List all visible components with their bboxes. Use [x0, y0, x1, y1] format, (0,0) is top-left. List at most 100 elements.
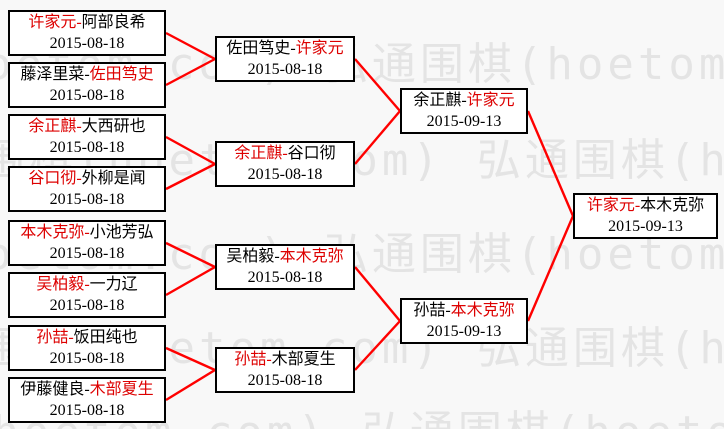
connector-line — [165, 31, 216, 61]
connector-line — [526, 110, 575, 217]
vs-dash: - — [445, 302, 451, 319]
match-date: 2015-08-18 — [247, 269, 323, 286]
match-date: 2015-08-18 — [247, 61, 323, 78]
match-players: 孙喆-饭田纯也 — [10, 327, 164, 348]
player-name-winner: 本木克弥 — [279, 248, 344, 265]
match-date: 2015-08-18 — [49, 191, 125, 208]
match-date: 2015-08-18 — [49, 297, 125, 314]
match-box-round3-1: 余正麒-许家元 2015-09-13 — [400, 88, 528, 134]
match-box-round1-1: 许家元-阿部良希 2015-08-18 — [8, 10, 166, 56]
player-name: 本木克弥 — [640, 197, 705, 214]
player-name-winner: 吴柏毅 — [36, 276, 85, 293]
match-players: 孙喆-本木克弥 — [402, 300, 526, 321]
player-name-winner: 孙喆 — [234, 351, 267, 368]
match-date: 2015-09-13 — [608, 218, 683, 235]
vs-dash: - — [282, 145, 288, 162]
match-date: 2015-08-18 — [49, 87, 125, 104]
match-players: 许家元-阿部良希 — [10, 12, 164, 33]
player-name: 阿部良希 — [81, 14, 146, 31]
player-name-winner: 许家元 — [295, 40, 344, 57]
vs-dash: - — [274, 248, 280, 265]
match-players: 许家元-本木克弥 — [575, 195, 716, 216]
player-name: 一力辽 — [89, 276, 138, 293]
connector-line — [165, 265, 216, 297]
connector-line — [354, 110, 401, 165]
player-name-winner: 余正麒 — [28, 118, 77, 135]
player-name-winner: 许家元 — [466, 92, 515, 109]
match-date: 2015-09-13 — [426, 113, 502, 130]
match-date: 2015-08-18 — [49, 402, 125, 419]
match-players: 藤泽里菜-佐田笃史 — [10, 64, 164, 85]
match-date: 2015-08-18 — [247, 166, 323, 183]
match-players: 吴柏毅-本木克弥 — [217, 246, 353, 267]
match-date: 2015-08-18 — [49, 35, 125, 52]
connector-line — [165, 162, 216, 191]
connector-line-group — [165, 31, 575, 402]
player-name-winner: 木部夏生 — [89, 381, 154, 398]
connector-line — [165, 135, 216, 166]
match-players: 余正麒-谷口彻 — [217, 143, 353, 164]
vs-dash: - — [634, 197, 641, 214]
match-players: 余正麒-许家元 — [402, 90, 526, 111]
player-name: 小池芳弘 — [89, 224, 154, 241]
match-box-round2-2: 余正麒-谷口彻 2015-08-18 — [215, 141, 355, 187]
connector-line — [165, 57, 216, 87]
match-players: 谷口彻-外柳是闻 — [10, 168, 164, 189]
player-name-winner: 本木克弥 — [450, 302, 515, 319]
match-box-round2-4: 孙喆-木部夏生 2015-08-18 — [215, 347, 355, 393]
player-name: 伊藤健良 — [20, 381, 85, 398]
vs-dash: - — [461, 92, 467, 109]
player-name: 大西研也 — [81, 118, 146, 135]
player-name: 藤泽里菜 — [20, 66, 85, 83]
vs-dash: - — [68, 329, 74, 346]
player-name-winner: 佐田笃史 — [89, 66, 154, 83]
player-name-winner: 谷口彻 — [28, 170, 77, 187]
match-players: 孙喆-木部夏生 — [217, 349, 353, 370]
vs-dash: - — [290, 40, 296, 57]
match-players: 伊藤健良-木部夏生 — [10, 379, 164, 400]
match-box-round1-6: 吴柏毅-一力辽 2015-08-18 — [8, 272, 166, 318]
player-name-winner: 余正麒 — [234, 145, 283, 162]
match-players: 本木克弥-小池芳弘 — [10, 222, 164, 243]
player-name-winner: 孙喆 — [36, 329, 69, 346]
player-name-winner: 许家元 — [586, 197, 635, 214]
vs-dash: - — [84, 381, 90, 398]
player-name: 孙喆 — [413, 302, 446, 319]
connector-line — [165, 368, 216, 402]
vs-dash: - — [266, 351, 272, 368]
match-box-final: 许家元-本木克弥 2015-09-13 — [573, 193, 718, 239]
match-box-round2-1: 佐田笃史-许家元 2015-08-18 — [215, 36, 355, 82]
vs-dash: - — [76, 170, 82, 187]
match-players: 余正麒-大西研也 — [10, 116, 164, 137]
match-box-round1-7: 孙喆-饭田纯也 2015-08-18 — [8, 325, 166, 371]
match-box-round2-3: 吴柏毅-本木克弥 2015-08-18 — [215, 244, 355, 290]
match-players: 吴柏毅-一力辽 — [10, 274, 164, 295]
match-date: 2015-08-18 — [247, 372, 323, 389]
match-box-round1-2: 藤泽里菜-佐田笃史 2015-08-18 — [8, 62, 166, 108]
player-name-winner: 本木克弥 — [20, 224, 85, 241]
connector-line — [354, 320, 401, 371]
match-box-round1-5: 本木克弥-小池芳弘 2015-08-18 — [8, 220, 166, 266]
match-date: 2015-08-18 — [49, 245, 125, 262]
vs-dash: - — [84, 276, 90, 293]
connector-line — [165, 241, 216, 269]
connector-line — [165, 346, 216, 372]
vs-dash: - — [76, 14, 82, 31]
player-name: 木部夏生 — [271, 351, 336, 368]
match-date: 2015-09-13 — [426, 323, 502, 340]
match-box-round1-4: 谷口彻-外柳是闻 2015-08-18 — [8, 166, 166, 212]
vs-dash: - — [76, 118, 82, 135]
player-name: 饭田纯也 — [73, 329, 138, 346]
connector-line — [354, 58, 401, 112]
match-date: 2015-08-18 — [49, 139, 125, 156]
player-name: 外柳是闻 — [81, 170, 146, 187]
match-box-round1-3: 余正麒-大西研也 2015-08-18 — [8, 114, 166, 160]
player-name: 余正麒 — [413, 92, 462, 109]
player-name: 吴柏毅 — [226, 248, 275, 265]
match-players: 佐田笃史-许家元 — [217, 38, 353, 59]
vs-dash: - — [84, 66, 90, 83]
player-name: 佐田笃史 — [226, 40, 291, 57]
match-box-round3-2: 孙喆-本木克弥 2015-09-13 — [400, 298, 528, 344]
